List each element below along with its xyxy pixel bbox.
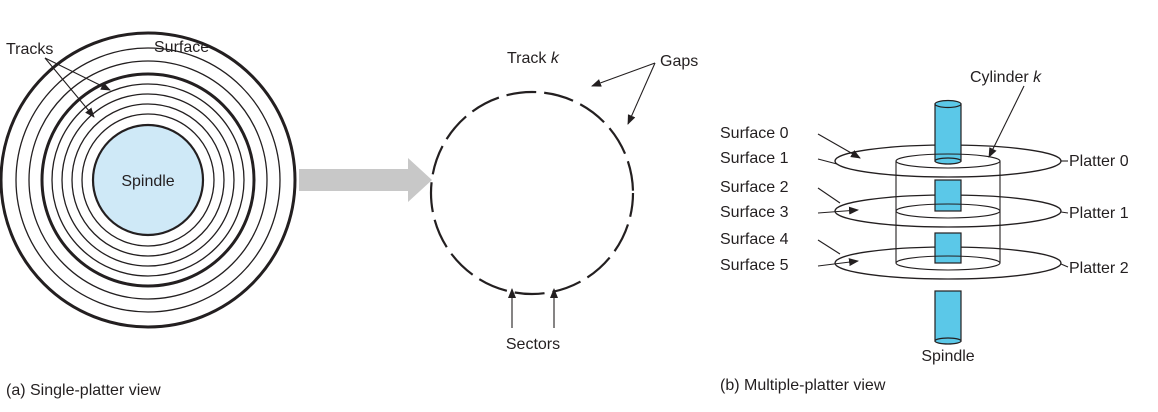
spindle-segment [934, 232, 962, 264]
surface-2-pointer [817, 187, 841, 204]
spindle-top-segment [934, 103, 962, 162]
gaps-label: Gaps [660, 53, 698, 70]
cylinder-k [895, 153, 1001, 271]
track-highlighted [40, 72, 256, 288]
caption-single-platter: (a) Single-platter view [6, 382, 161, 399]
track [61, 93, 235, 267]
platter-1-pointer [1060, 211, 1069, 214]
platter-1-label: Platter 1 [1069, 205, 1129, 222]
sectors-label: Sectors [506, 336, 560, 353]
surface-label: Surface [154, 39, 209, 56]
platter-0-label: Platter 0 [1069, 153, 1129, 170]
surface-0-label: Surface 0 [720, 125, 789, 142]
surface-3-pointer [817, 206, 859, 215]
surface-4-pointer [817, 239, 841, 255]
spindle-top-cap [934, 99, 962, 109]
platter-2-label: Platter 2 [1069, 260, 1129, 277]
caption-multiple-platter: (b) Multiple-platter view [720, 377, 886, 394]
track [51, 83, 245, 277]
tracks-pointer-arrow [44, 57, 111, 91]
tracks-pointer-arrow [44, 57, 95, 118]
spindle-label: Spindle [121, 173, 174, 190]
track-k-label: Track k [507, 50, 560, 67]
track-k-circle [429, 90, 635, 296]
surface-5-pointer [817, 258, 859, 267]
spindle-segment [934, 179, 962, 212]
surface-5-label: Surface 5 [720, 257, 789, 274]
cylinder-pointer-arrow [988, 85, 1025, 158]
cylinder-k-label: Cylinder k [970, 69, 1042, 86]
spindle-collar [934, 157, 962, 165]
gaps-pointer-arrow [627, 62, 656, 125]
track-detail: Track k Gaps Sectors [429, 50, 698, 353]
platter-2-pointer [1060, 263, 1069, 268]
surface-4-label: Surface 4 [720, 231, 789, 248]
platter-outer-edge [0, 31, 297, 329]
multiple-platter-view: Cylinder k Surface 0 Surface 1 Surface 2… [720, 69, 1129, 394]
spindle-bottom-cap [934, 337, 962, 345]
surface-0-pointer [817, 133, 861, 159]
track [71, 103, 225, 257]
tracks-label: Tracks [6, 41, 53, 58]
transition-arrow [299, 158, 432, 202]
surface-1-label: Surface 1 [720, 150, 789, 167]
spindle-label-multi: Spindle [921, 348, 974, 365]
single-platter-view: Spindle Tracks Surface (a) Single-platte… [0, 31, 297, 399]
track [28, 60, 268, 300]
spindle-segment [934, 290, 962, 342]
spindle-hub [91, 123, 205, 237]
track [81, 113, 215, 247]
platter-tracks [0, 31, 297, 329]
surface-3-label: Surface 3 [720, 204, 789, 221]
surface-1-pointer [817, 158, 838, 165]
track [15, 47, 281, 313]
surface-2-label: Surface 2 [720, 179, 789, 196]
gaps-pointer-arrow [591, 62, 656, 87]
